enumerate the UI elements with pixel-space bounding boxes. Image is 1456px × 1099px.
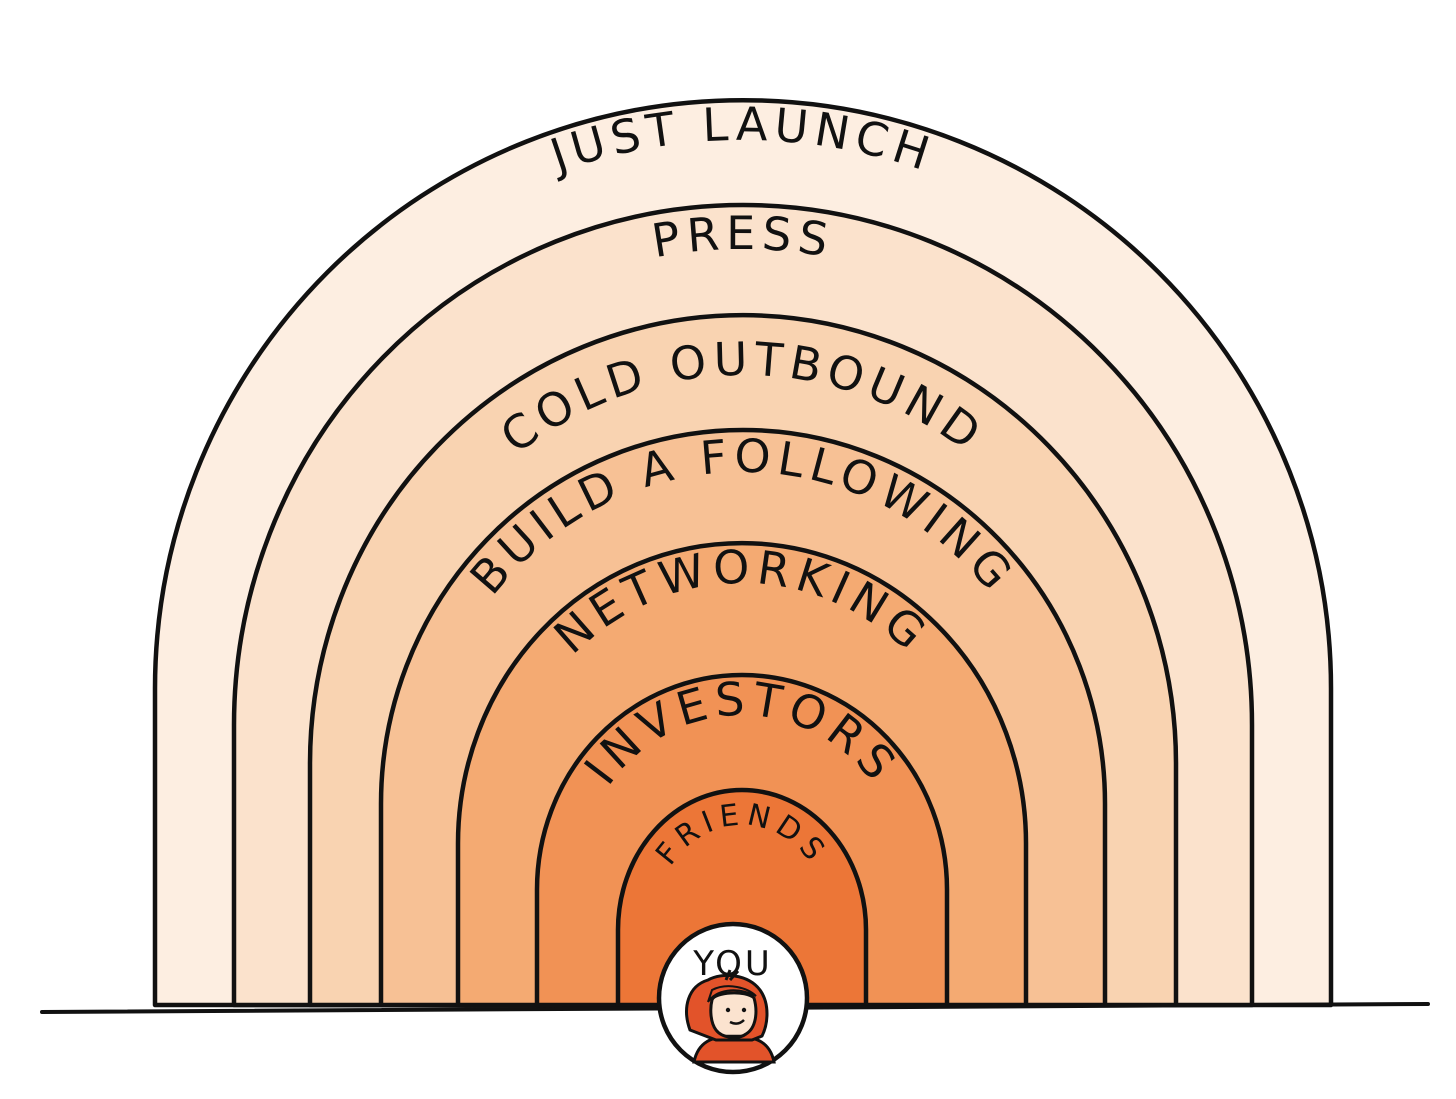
person-avatar-icon [685, 969, 776, 1064]
ring-label-press: PRESS [648, 206, 838, 268]
you-badge: YOU [656, 921, 810, 1075]
rings-layer [152, 97, 1334, 1008]
